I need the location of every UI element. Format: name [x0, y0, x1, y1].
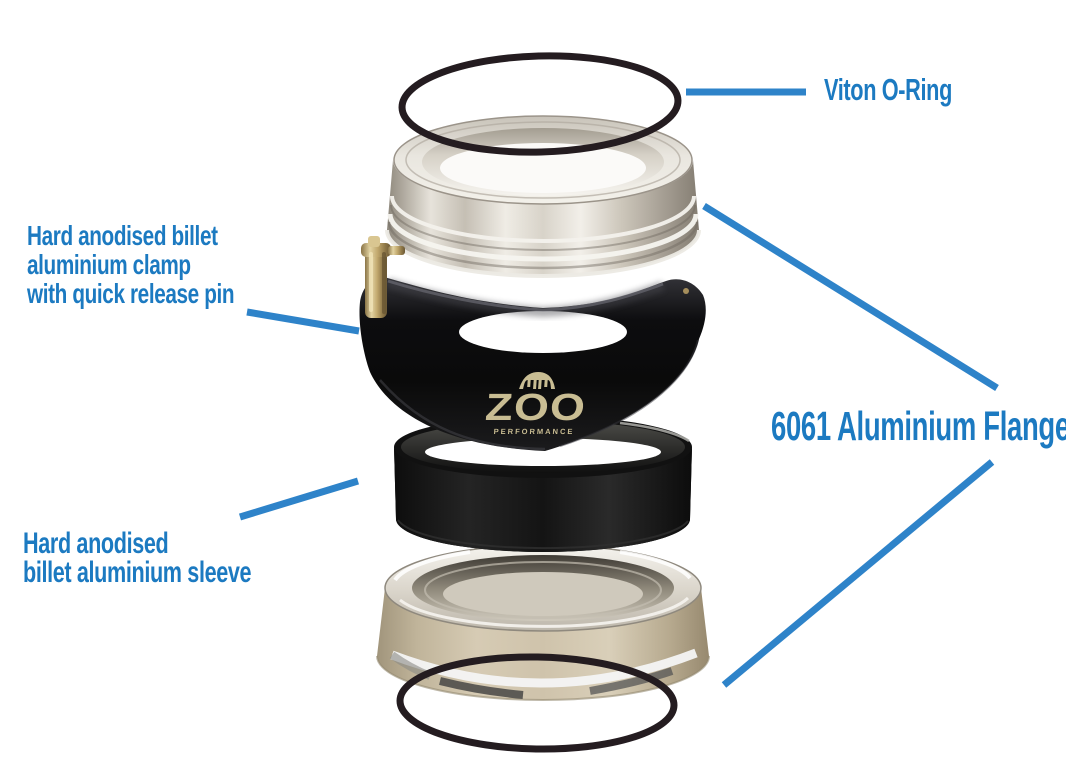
label-clamp-line-1: Hard anodised billet [27, 220, 218, 251]
leader-flange-lower [721, 459, 995, 688]
label-sleeve-line-1: Hard anodised [23, 527, 169, 560]
zoo-fangs-icon [519, 372, 556, 389]
leader-flange-upper [702, 203, 999, 391]
label-sleeve-line-2: billet aluminium sleeve [23, 556, 252, 589]
leader-sleeve [238, 477, 360, 521]
leader-lines [238, 88, 999, 688]
viton-o-ring-top [398, 52, 682, 156]
label-sleeve: Hard anodised billet aluminium sleeve [23, 527, 252, 589]
label-clamp-line-2: aluminium clamp [27, 249, 191, 280]
label-viton-o-ring: Viton O-Ring [824, 72, 953, 107]
label-aluminium-flange: 6061 Aluminium Flange [771, 403, 1066, 449]
label-clamp-line-3: with quick release pin [27, 278, 235, 309]
quick-release-pin [361, 236, 405, 318]
zoo-logo: ZOO PERFORMANCE [476, 372, 596, 436]
label-clamp: Hard anodised billet aluminium clamp wit… [27, 220, 235, 309]
zoo-logo-wordmark: ZOO [483, 387, 588, 429]
viton-o-ring-bottom [396, 653, 678, 753]
billet-clamp [359, 277, 706, 451]
aluminium-flange-bottom [376, 544, 710, 701]
leader-clamp [246, 308, 360, 335]
